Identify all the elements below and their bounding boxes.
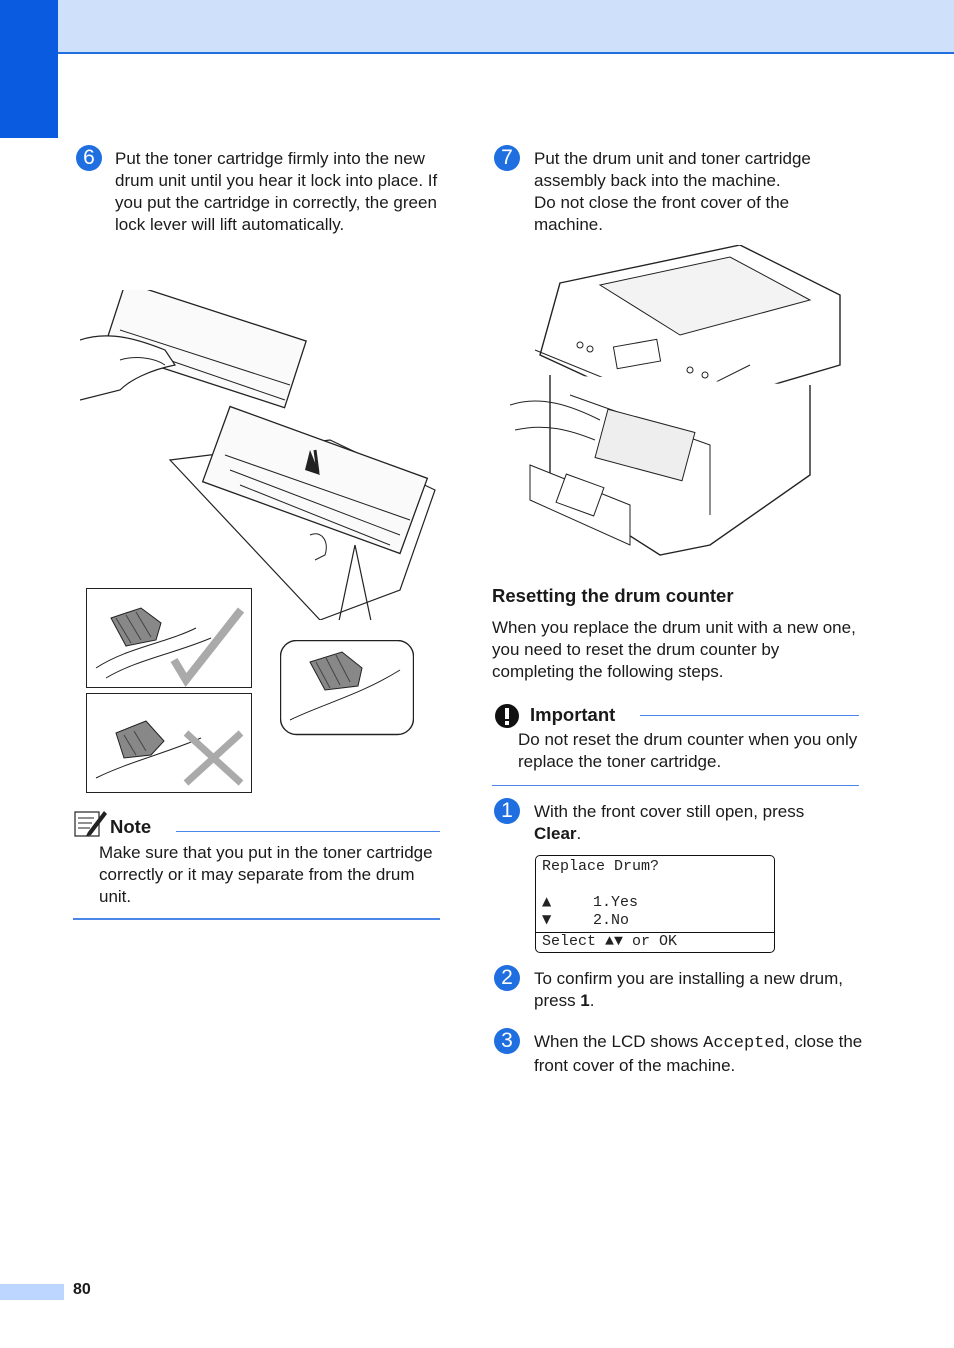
substep-2-text-after: . (589, 991, 595, 1010)
resetting-heading: Resetting the drum counter (492, 585, 734, 606)
lcd-separator (536, 932, 774, 933)
step-7-badge: 7 (494, 145, 520, 171)
note-rule-top (176, 831, 440, 832)
printer-illustration (510, 245, 841, 556)
key-1: 1 (580, 991, 590, 1010)
lcd-line-3: 2.No (593, 912, 630, 929)
chapter-tab (0, 0, 58, 138)
page-tab (0, 1284, 64, 1300)
lever-correct-illustration (86, 588, 252, 688)
important-text: Do not reset the drum counter when you o… (518, 730, 858, 771)
lever-wrong-illustration (86, 693, 252, 793)
step-6-text: Put the toner cartridge firmly into the … (115, 149, 438, 234)
lever-closeup-illustration (280, 640, 414, 736)
step-7-text: Put the drum unit and toner cartridge as… (534, 148, 854, 236)
substep-2-text-before: To confirm you are installing a new drum… (534, 969, 843, 1010)
important-rule-bottom (492, 785, 859, 786)
lcd-up-arrow: ▲ (542, 894, 552, 908)
substep-2-text: To confirm you are installing a new drum… (534, 968, 854, 1012)
note-text: Make sure that you put in the toner cart… (99, 843, 433, 906)
step-6-badge: 6 (76, 145, 102, 171)
substep-1-text-before: With the front cover still open, press (534, 802, 805, 821)
lcd-display: Replace Drum? ▲ 1.Yes ▼ 2.No Select ▲▼ o… (535, 855, 775, 953)
step-7-line-2: Do not close the front cover of the mach… (534, 193, 790, 234)
substep-3-text-before: When the LCD shows (534, 1032, 704, 1051)
toner-drum-illustration (80, 290, 436, 620)
lcd-line-1: Replace Drum? (542, 858, 660, 875)
substep-1-text: With the front cover still open, press C… (534, 801, 854, 845)
clear-key: Clear (534, 824, 577, 843)
lcd-down-arrow: ▼ (542, 912, 552, 926)
substep-1-text-after: . (576, 824, 582, 843)
page-number: 80 (73, 1281, 91, 1298)
important-rule-top (640, 715, 859, 716)
lcd-accepted-word: Accepted (703, 1034, 785, 1053)
note-icon (74, 811, 107, 837)
substep-3-text: When the LCD shows Accepted, close the f… (534, 1031, 864, 1077)
lcd-line-4: Select ▲▼ or OK (542, 933, 678, 950)
substep-3-badge: 3 (494, 1028, 520, 1054)
substep-1-badge: 1 (494, 798, 520, 824)
header-band (58, 0, 954, 54)
lcd-line-2: 1.Yes (593, 894, 639, 911)
resetting-intro: When you replace the drum unit with a ne… (492, 618, 856, 681)
important-title: Important (530, 704, 616, 725)
note-rule-bottom (73, 918, 440, 920)
substep-3-text-after: , close the front cover of the machine. (534, 1032, 863, 1075)
substep-2-badge: 2 (494, 965, 520, 991)
step-7-line-1: Put the drum unit and toner cartridge as… (534, 149, 811, 190)
note-title: Note (110, 816, 152, 837)
important-icon (495, 704, 519, 728)
